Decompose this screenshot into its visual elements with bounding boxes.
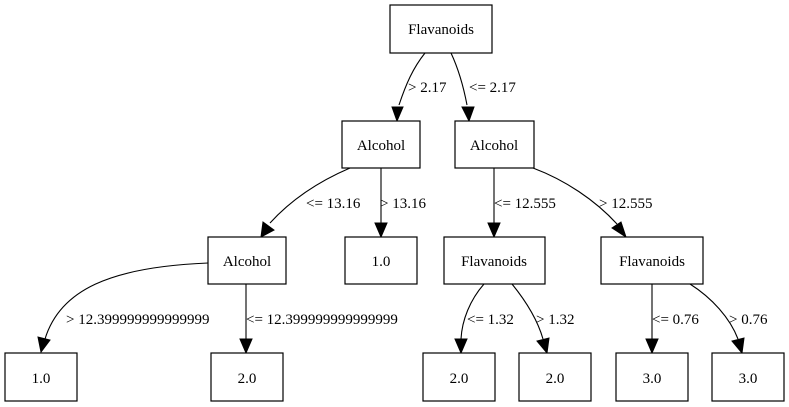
edge-label: > 12.555 [599,196,652,212]
node-label: 2.0 [238,371,257,387]
node-label: 3.0 [643,371,662,387]
node-alcohol-right: Alcohol [454,120,535,169]
edge-label: <= 2.17 [469,80,516,96]
edge-label: <= 0.76 [652,312,699,328]
edge-root-to-alcohol-right: <= 2.17 [450,52,516,123]
node-label: 2.0 [546,371,565,387]
edge-root-to-alcohol-left: > 2.17 [391,52,447,123]
node-flavanoids-left: Flavanoids [443,236,546,285]
node-label: 1.0 [372,254,391,270]
edge-label: <= 13.16 [306,196,361,212]
edge-label: <= 1.32 [467,312,514,328]
edge-label: > 13.16 [380,196,426,212]
edge-alcohol-to-leaf-2: <= 12.399999999999999 [239,284,398,355]
node-label: 2.0 [450,371,469,387]
edge-flavanoids-left-to-leaf-4: > 1.32 [511,283,574,355]
node-leaf-1-0-upper: 1.0 [344,236,418,285]
edge-label: <= 12.555 [494,196,556,212]
node-alcohol-level2: Alcohol [207,236,287,285]
node-leaf-2-0-a: 2.0 [210,352,284,402]
node-label: Alcohol [470,138,518,154]
edge-flavanoids-right-to-leaf-5: <= 0.76 [645,284,699,355]
node-alcohol-left: Alcohol [341,120,421,169]
edge-alcohol-right-to-flavanoids-left: <= 12.555 [487,168,556,239]
node-label: Flavanoids [408,22,474,38]
node-label: Alcohol [357,138,405,154]
node-label: 1.0 [32,371,51,387]
node-leaf-2-0-b: 2.0 [422,352,496,402]
edge-alcohol-right-to-flavanoids-right: > 12.555 [532,167,652,239]
edge-label: > 2.17 [408,80,447,96]
node-leaf-3-0-b: 3.0 [711,352,785,402]
node-leaf-2-0-c: 2.0 [518,352,592,402]
edge-alcohol-left-to-alcohol: <= 13.16 [260,167,361,238]
edge-label: > 12.399999999999999 [66,312,209,328]
node-leaf-3-0-a: 3.0 [615,352,689,402]
node-leaf-1-0: 1.0 [4,352,78,402]
edge-flavanoids-left-to-leaf-3: <= 1.32 [454,283,514,355]
edge-alcohol-to-leaf-1: > 12.399999999999999 [37,262,209,354]
node-label: 3.0 [739,371,758,387]
edge-label: > 1.32 [536,312,574,328]
edge-label: > 0.76 [729,312,768,328]
edge-label: <= 12.399999999999999 [246,312,398,328]
node-label: Alcohol [223,254,271,270]
edge-alcohol-left-to-leaf: > 13.16 [374,168,426,239]
node-flavanoids-right: Flavanoids [600,236,704,285]
node-label: Flavanoids [461,254,527,270]
edge-flavanoids-right-to-leaf-6: > 0.76 [689,283,768,355]
node-root-flavanoids: Flavanoids [389,4,493,54]
node-label: Flavanoids [619,254,685,270]
